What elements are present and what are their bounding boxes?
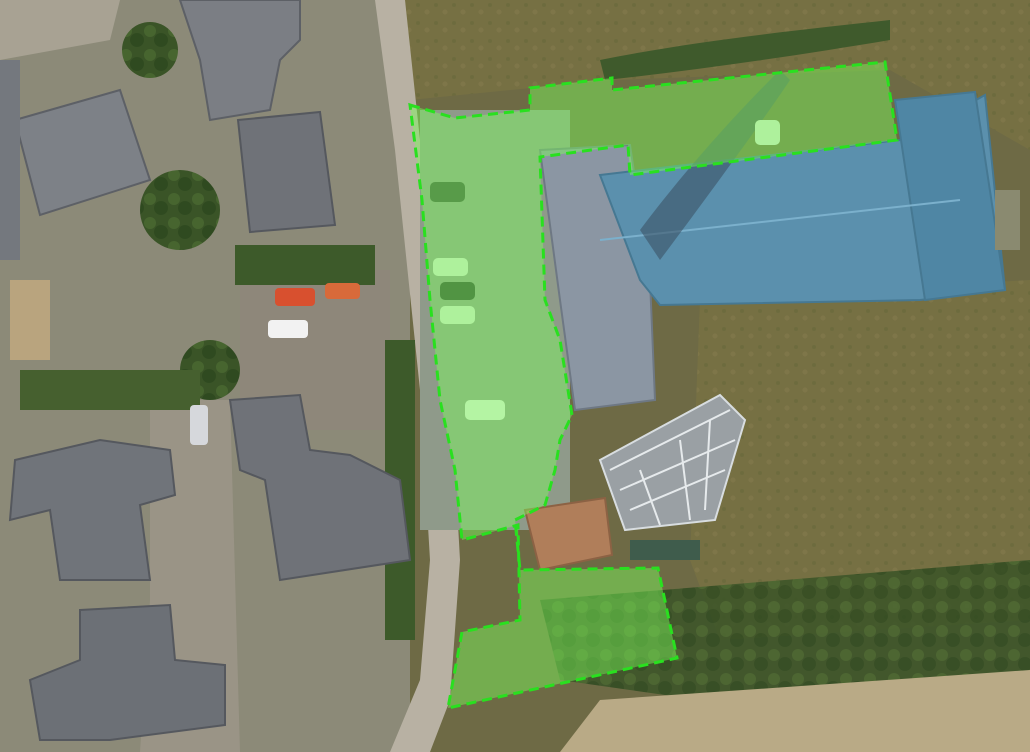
hedge-residential bbox=[235, 245, 375, 285]
parked-car bbox=[465, 400, 505, 420]
house-roof bbox=[28, 603, 226, 741]
house-roof bbox=[8, 438, 177, 581]
house-roof bbox=[13, 88, 152, 217]
hedge-row-north bbox=[600, 20, 890, 80]
main-road bbox=[375, 0, 460, 752]
house-roof bbox=[178, 0, 301, 122]
house-roof bbox=[236, 110, 337, 234]
lattice-tower-struts bbox=[609, 409, 736, 526]
building-roof-blue-wing bbox=[893, 90, 1007, 302]
parked-car bbox=[325, 283, 360, 299]
small-house-roof bbox=[523, 496, 614, 572]
tree-cluster bbox=[140, 170, 220, 250]
house-roof bbox=[0, 60, 20, 260]
parked-car bbox=[190, 405, 208, 445]
parked-car bbox=[430, 182, 465, 202]
side-road bbox=[0, 0, 120, 60]
parked-car bbox=[268, 320, 308, 338]
hedge-residential bbox=[20, 370, 200, 410]
grass-field-east bbox=[690, 280, 1030, 640]
sandy-ground bbox=[560, 670, 1030, 752]
tree-cluster bbox=[122, 22, 178, 78]
parked-car bbox=[440, 306, 475, 324]
site-boundary-polygon[interactable] bbox=[408, 60, 899, 710]
shed bbox=[995, 190, 1020, 250]
parked-car bbox=[755, 120, 780, 145]
outbuilding bbox=[630, 540, 700, 560]
parked-car bbox=[275, 288, 315, 306]
garden-patch bbox=[10, 280, 50, 360]
house-roof bbox=[228, 393, 412, 582]
parked-car bbox=[433, 258, 468, 276]
parked-car bbox=[440, 282, 475, 300]
